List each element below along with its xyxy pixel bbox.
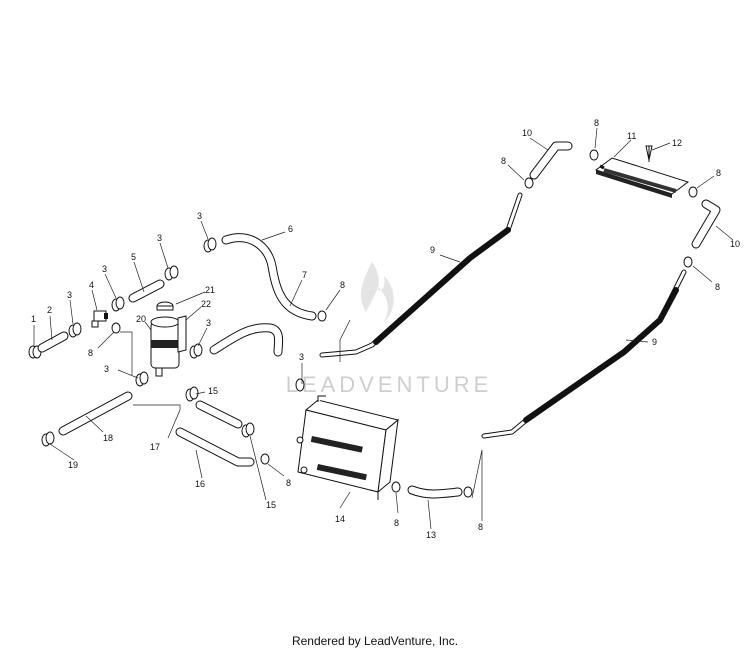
callout-labels: 1 2 3 4 3 5 3 3 6 7 8 21 22 20 8 3 3 3 1…: [31, 118, 740, 540]
clamp-part-8g: [589, 149, 599, 161]
callout-6: 6: [288, 224, 293, 234]
clamp-part-15b: [241, 422, 255, 438]
hose-part-15-tube: [195, 400, 243, 429]
callout-9: 9: [430, 245, 435, 255]
footer-credit: Rendered by LeadVenture, Inc.: [291, 634, 459, 648]
hose-part-9-upper: [319, 192, 523, 358]
watermark: LEADVENTURE: [286, 262, 493, 397]
callout-21: 21: [205, 285, 215, 295]
hose-part-2: [37, 331, 69, 353]
clamp-part-3e: [135, 371, 149, 387]
callout-10: 10: [730, 239, 740, 249]
hose-part-10-lower: [691, 199, 721, 249]
callout-3: 3: [104, 364, 109, 374]
callout-13: 13: [426, 530, 436, 540]
clamp-part-8a: [317, 310, 327, 322]
callout-3: 3: [157, 233, 162, 243]
watermark-text: LEADVENTURE: [286, 372, 493, 397]
callout-22: 22: [201, 299, 211, 309]
clamp-part-8i: [683, 256, 693, 268]
hose-part-18: [58, 391, 133, 436]
callout-16: 16: [195, 479, 205, 489]
callout-12: 12: [672, 138, 682, 148]
callout-3: 3: [102, 264, 107, 274]
callout-11: 11: [627, 131, 636, 141]
hose-part-13: [407, 485, 463, 499]
callout-17: 17: [150, 442, 160, 452]
callout-15: 15: [266, 500, 276, 510]
callout-7: 7: [302, 270, 307, 280]
clamp-part-3b: [111, 296, 125, 312]
flame-logo-icon: [360, 262, 394, 322]
clamp-part-8d: [391, 481, 401, 493]
callout-2: 2: [47, 305, 52, 315]
screw-part-12: [645, 145, 653, 162]
hose-part-16: [175, 427, 255, 467]
clamp-part-8f: [524, 177, 534, 189]
callout-8: 8: [286, 478, 291, 488]
callout-4: 4: [89, 280, 94, 290]
callout-1: 1: [31, 314, 36, 324]
clamp-part-3d: [203, 237, 217, 253]
callout-3: 3: [206, 318, 211, 328]
clamp-part-15a: [185, 386, 199, 402]
clamp-part-3f: [189, 343, 203, 359]
clamp-part-8b: [111, 322, 121, 334]
clamp-part-3c: [164, 265, 179, 281]
clamp-part-3a: [68, 322, 82, 338]
callout-15: 15: [208, 386, 218, 396]
callout-8: 8: [340, 280, 345, 290]
callout-8: 8: [715, 282, 720, 292]
heat-exchanger-part-14: [296, 395, 400, 500]
clamp-part-8c: [260, 453, 270, 465]
callout-3: 3: [67, 290, 72, 300]
callout-8: 8: [88, 348, 93, 358]
clamp-part-8e: [463, 486, 473, 498]
cap-part-21: [156, 301, 174, 311]
clamp-part-19: [41, 431, 55, 447]
hose-part-10-upper: [529, 141, 573, 180]
callout-5: 5: [131, 252, 136, 262]
reservoir-part-20: [150, 316, 180, 377]
fitting-part-4: [91, 310, 108, 328]
leader-lines: [33, 127, 734, 530]
clamp-part-3g: [295, 378, 305, 392]
callout-20: 20: [136, 314, 146, 324]
hose-part-7: [209, 323, 284, 357]
callout-3: 3: [299, 352, 304, 362]
callout-18: 18: [103, 433, 113, 443]
callout-19: 19: [68, 460, 78, 470]
hose-part-5: [128, 279, 165, 303]
callout-8: 8: [478, 522, 483, 532]
callout-3: 3: [197, 211, 202, 221]
callout-8: 8: [501, 156, 506, 166]
bracket-part-22: [177, 315, 187, 353]
clamp-part-8h: [688, 186, 698, 198]
callout-8: 8: [716, 168, 721, 178]
callout-14: 14: [335, 514, 345, 524]
radiator-part-11: [594, 157, 690, 198]
callout-9: 9: [652, 337, 657, 347]
callout-8: 8: [394, 518, 399, 528]
hose-part-9-lower: [481, 269, 687, 439]
callout-8: 8: [594, 118, 599, 128]
callout-10: 10: [522, 128, 532, 138]
hose-part-6: [221, 233, 317, 321]
